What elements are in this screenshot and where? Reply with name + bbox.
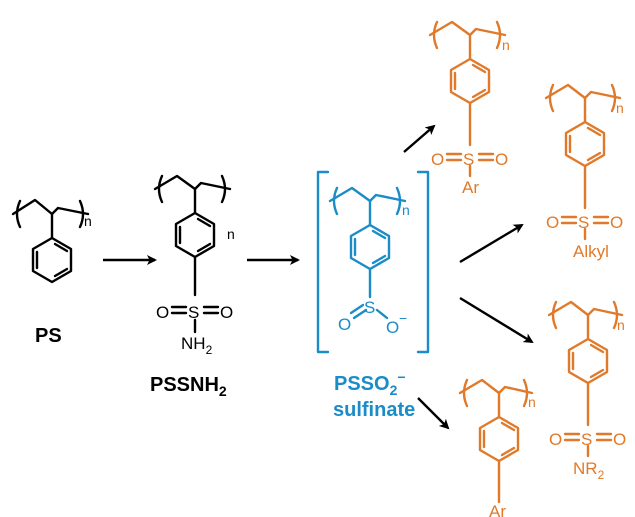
biaryl-ring-double-3 <box>500 446 516 457</box>
pssnh2-oxygen-right: O <box>220 303 233 322</box>
aryl-sulfone-oxygen-right: O <box>495 150 508 169</box>
sulfonamide-bracket-left <box>551 300 558 330</box>
biaryl-repeat-n: n <box>528 394 536 410</box>
aryl-sulfone-backbone <box>428 20 507 37</box>
ps-ring-double-2 <box>53 242 69 253</box>
ps-label: PS <box>35 325 62 347</box>
structure-ps <box>11 198 90 284</box>
structure-alkyl-sulfone <box>544 83 622 241</box>
psso2-so-single <box>375 308 389 320</box>
structure-pssnh2 <box>153 174 232 334</box>
biaryl-bracket-left <box>462 378 469 408</box>
arrow-to-sulfonamide <box>459 296 534 344</box>
pssnh2-label-sub: 2 <box>219 383 227 399</box>
pssnh2-amine: NH2 <box>181 334 213 357</box>
ps-bracket-left <box>15 199 22 229</box>
sulfonamide-ring-double-2 <box>589 343 605 354</box>
ps-backbone <box>11 198 90 216</box>
aryl-sulfone-ring-double-2 <box>471 63 487 74</box>
aryl-sulfone-benzene-ring <box>449 57 491 105</box>
psso2-ring-double-3 <box>371 254 387 265</box>
sulfonamide-ring-double-3 <box>589 368 605 379</box>
alkyl-sulfone-backbone <box>544 83 622 100</box>
aryl-sulfone-sulfur: S <box>463 150 474 169</box>
sulfonamide-oxygen-left: O <box>549 430 562 449</box>
psso2-oxygen-right: O <box>386 318 399 337</box>
psso2-label-sub: 2 <box>390 382 398 398</box>
alkyl-sulfone-ring-double-3 <box>586 151 602 162</box>
psso2-charge: − <box>399 310 407 326</box>
psso2-repeat-n: n <box>402 202 410 218</box>
alkyl-sulfone-oxygen-right: O <box>610 213 623 232</box>
aryl-sulfone-oxygen-left: O <box>431 150 444 169</box>
pssnh2-benzene-ring <box>174 211 216 259</box>
psso2-square-bracket-right <box>416 170 430 354</box>
sulfonamide-sulfur: S <box>581 430 592 449</box>
pssnh2-bracket-left <box>157 174 164 204</box>
arrow-to-biaryl <box>417 397 450 430</box>
arrow-to-alkyl-sulfone <box>459 223 524 264</box>
pssnh2-amine-nh: NH <box>181 334 206 353</box>
biaryl-benzene-ring <box>478 415 520 463</box>
pssnh2-label: PSSNH2 <box>150 374 227 399</box>
psso2-label-main: PSSO <box>334 373 390 395</box>
psso2-bracket-left <box>332 186 339 216</box>
alkyl-sulfone-benzene-ring <box>564 120 606 168</box>
aryl-sulfone-ring-double-3 <box>471 88 487 99</box>
pssnh2-ring-double-2 <box>196 217 212 228</box>
pssnh2-label-main: PSSNH <box>150 374 219 396</box>
psso2-label-line2: sulfinate <box>333 399 415 421</box>
pssnh2-amine-sub: 2 <box>206 343 213 357</box>
psso2-so-double-a <box>349 303 365 315</box>
alkyl-sulfone-substituent: Alkyl <box>573 242 609 261</box>
structure-psso2 <box>316 170 430 354</box>
ps-ring-double-3 <box>53 267 69 278</box>
structure-aryl-sulfone <box>428 20 507 178</box>
psso2-sulfur: S <box>364 298 375 317</box>
psso2-so-double-b <box>352 308 368 320</box>
psso2-ring-double-2 <box>371 229 387 240</box>
aryl-sulfone-substituent: Ar <box>462 178 479 197</box>
biaryl-substituent: Ar <box>489 502 506 517</box>
sulfonamide-substituent-sub: 2 <box>598 468 605 482</box>
alkyl-sulfone-sulfur: S <box>578 213 589 232</box>
alkyl-sulfone-ring-double-2 <box>586 126 602 137</box>
sulfonamide-substituent-main: NR <box>573 459 598 478</box>
biaryl-backbone <box>458 378 534 395</box>
pssnh2-backbone <box>153 174 232 191</box>
ps-benzene-ring <box>31 236 73 284</box>
psso2-label-sup: − <box>397 369 405 385</box>
pssnh2-oxygen-left: O <box>156 303 169 322</box>
psso2-benzene-ring <box>349 223 391 271</box>
psso2-oxygen-left: O <box>338 315 351 334</box>
biaryl-ring-double-2 <box>500 421 516 432</box>
sulfonamide-oxygen-right: O <box>613 430 626 449</box>
ps-repeat-n: n <box>84 213 92 229</box>
sulfonamide-benzene-ring <box>567 337 609 385</box>
aryl-sulfone-repeat-n: n <box>502 37 510 53</box>
alkyl-sulfone-bracket-left <box>548 83 555 113</box>
structure-biaryl <box>458 378 534 504</box>
arrow-to-aryl-sulfone <box>403 124 436 153</box>
alkyl-sulfone-oxygen-left: O <box>546 213 559 232</box>
pssnh2-ring-double-3 <box>196 242 212 253</box>
sulfonamide-repeat-n: n <box>617 317 625 333</box>
psso2-backbone <box>328 186 407 203</box>
pssnh2-sulfur: S <box>188 303 199 322</box>
pssnh2-repeat-n: n <box>227 226 235 242</box>
sulfonamide-substituent: NR2 <box>573 459 605 482</box>
psso2-label: PSSO2− <box>334 369 406 398</box>
sulfonamide-backbone <box>547 300 624 317</box>
alkyl-sulfone-repeat-n: n <box>616 100 624 116</box>
psso2-square-bracket-left <box>316 170 330 354</box>
aryl-sulfone-bracket-left <box>432 20 439 50</box>
structure-sulfonamide <box>547 300 624 458</box>
